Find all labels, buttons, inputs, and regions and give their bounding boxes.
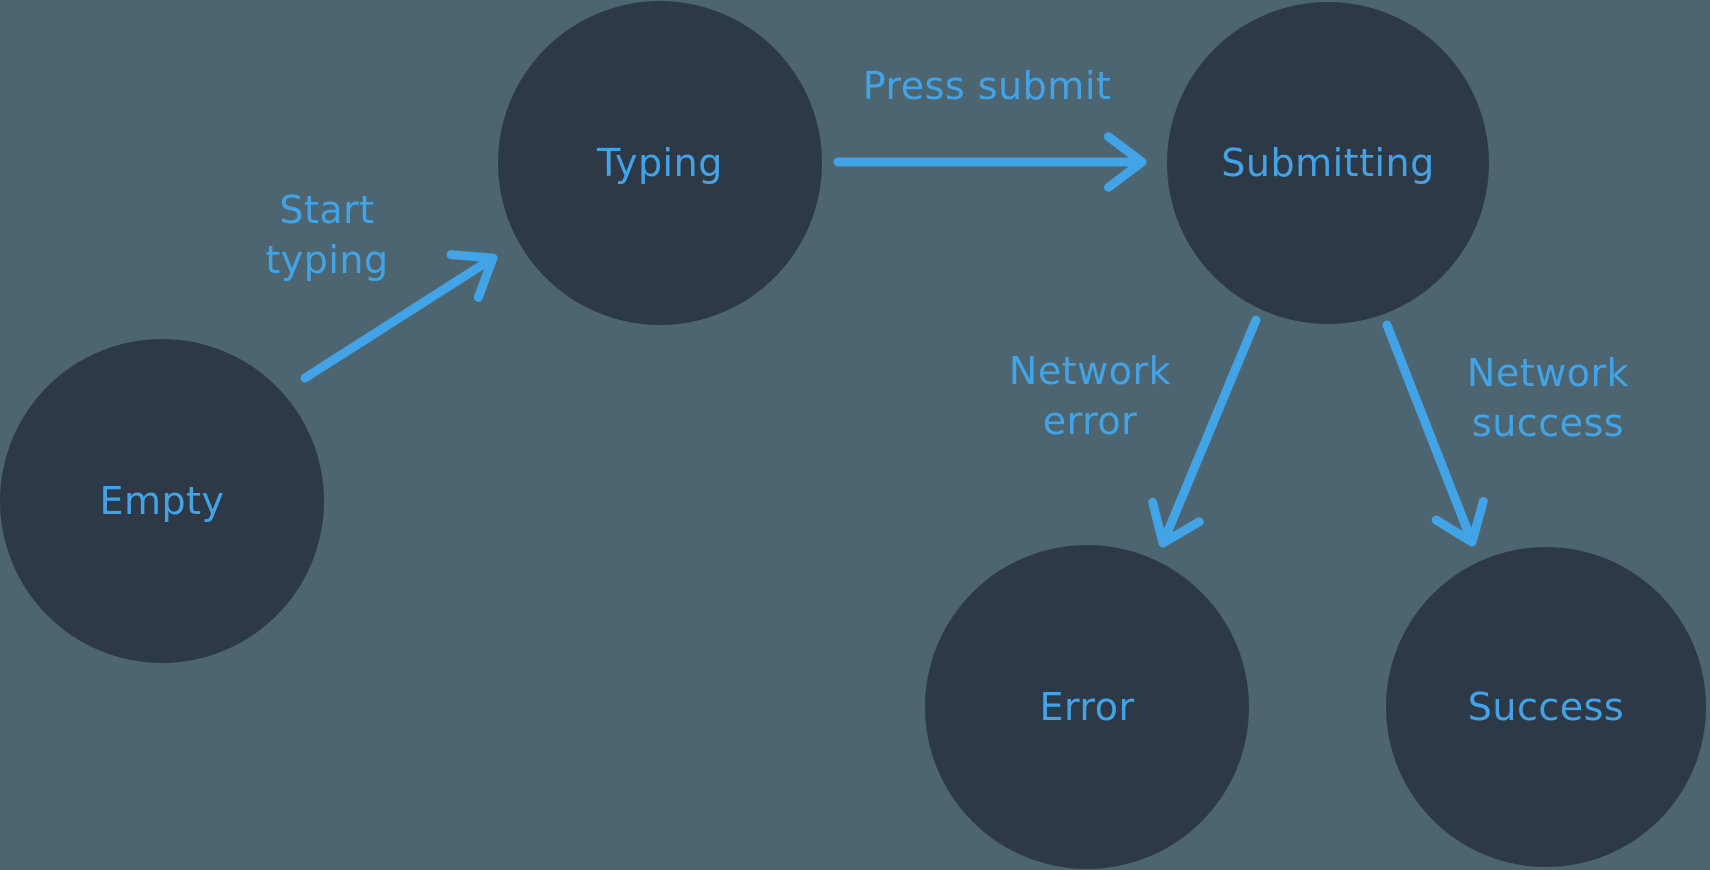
transition-label-line: Start bbox=[279, 188, 375, 232]
transition-label-line: Network bbox=[1008, 349, 1172, 393]
state-node-empty: Empty bbox=[0, 339, 324, 663]
state-node-label: Submitting bbox=[1221, 141, 1435, 185]
transition-label-line: typing bbox=[265, 238, 389, 282]
state-node-label: Success bbox=[1467, 685, 1625, 729]
state-node-label: Typing bbox=[597, 141, 723, 185]
state-node-submitting: Submitting bbox=[1167, 2, 1489, 324]
state-node-error: Error bbox=[925, 545, 1249, 869]
state-node-typing: Typing bbox=[498, 1, 822, 325]
transition-label-line: Network bbox=[1466, 351, 1630, 395]
transition-label-start-typing: Start typing bbox=[265, 185, 388, 285]
transition-label-line: success bbox=[1471, 401, 1625, 445]
transition-label-line: error bbox=[1042, 399, 1138, 443]
transition-arrow-press-submit bbox=[833, 132, 1147, 192]
state-node-label: Error bbox=[1039, 685, 1135, 729]
transition-arrow-start-typing bbox=[300, 250, 498, 383]
transition-arrow-network-success bbox=[1382, 320, 1488, 547]
transition-label-network-success: Network success bbox=[1467, 348, 1629, 448]
transition-arrow-network-error bbox=[1148, 315, 1261, 548]
state-node-success: Success bbox=[1386, 547, 1706, 867]
state-node-label: Empty bbox=[99, 479, 225, 523]
transition-label-line: Press submit bbox=[862, 64, 1112, 108]
transition-label-network-error: Network error bbox=[1009, 346, 1171, 446]
transition-label-press-submit: Press submit bbox=[863, 61, 1112, 111]
